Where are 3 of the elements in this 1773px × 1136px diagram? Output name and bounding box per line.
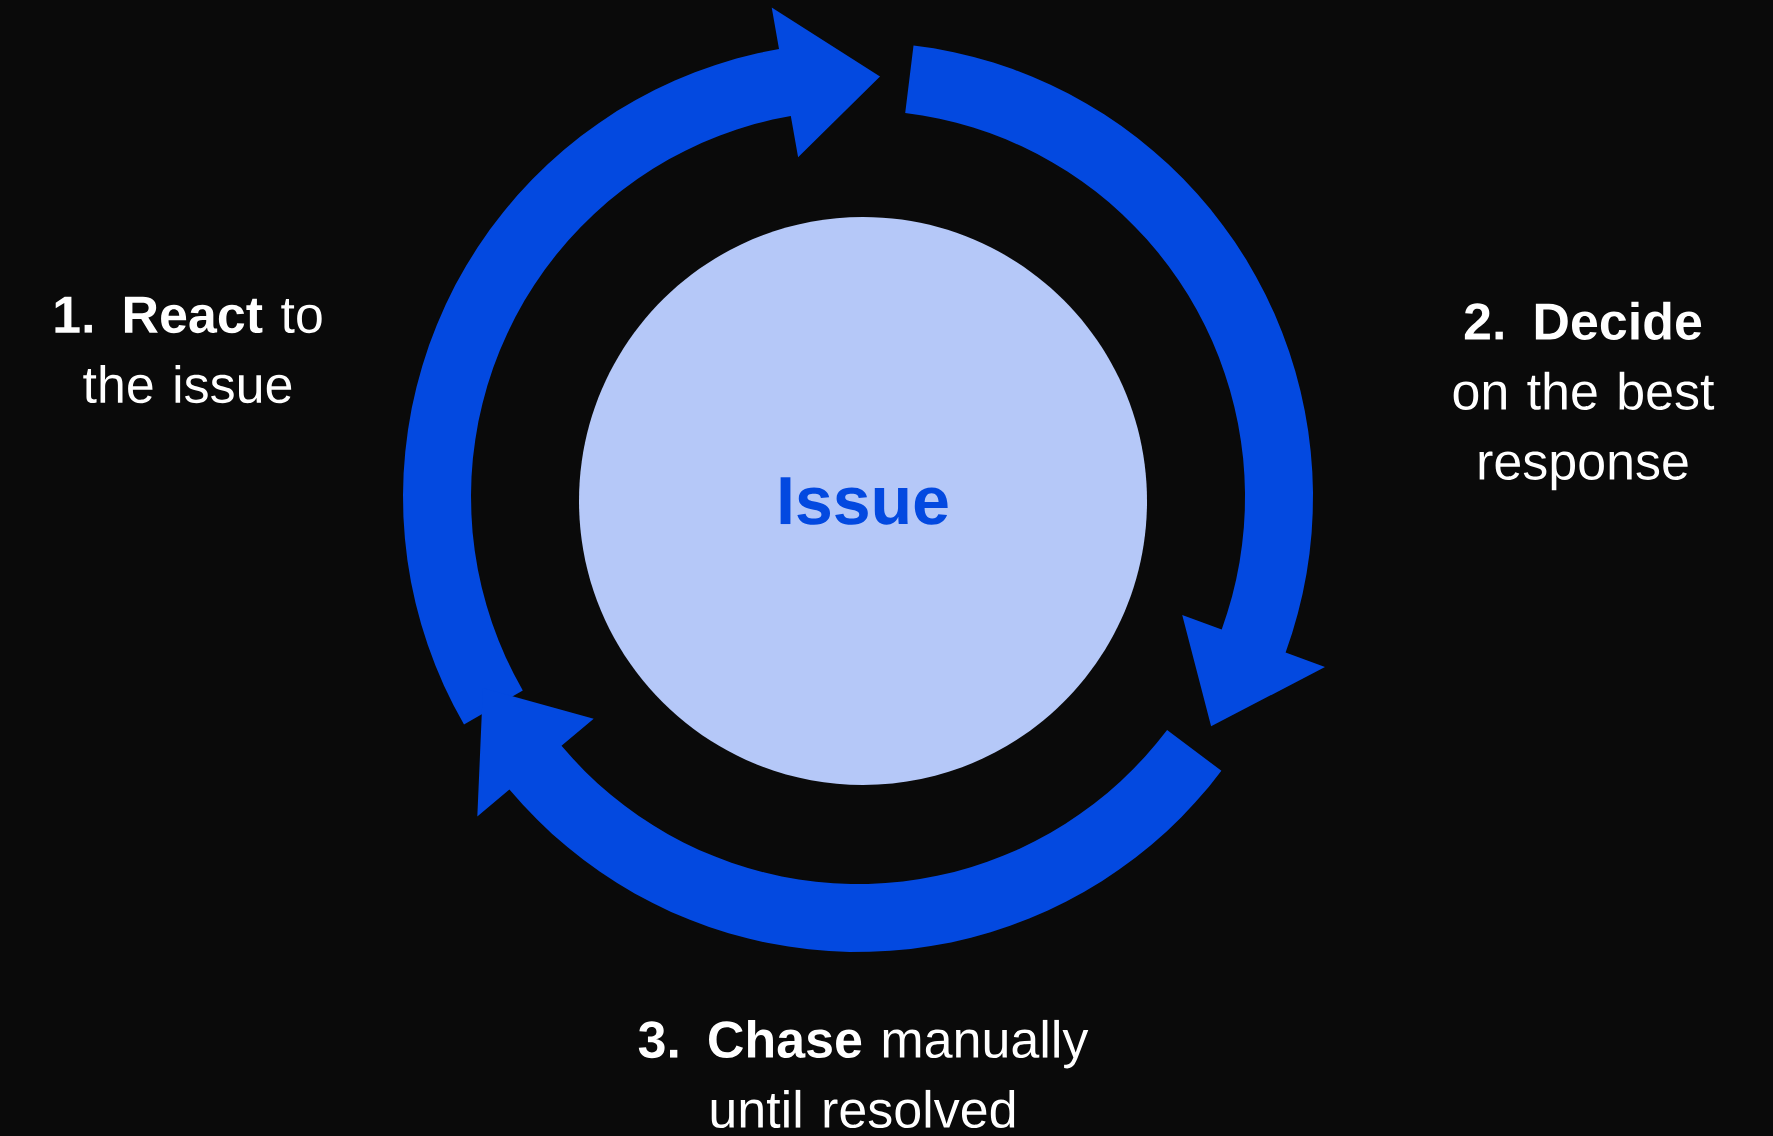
step-label: 2. Decide on the best response [1453,301,1715,491]
step-label: 1. React to the issue [55,296,322,404]
step-label: 3. Chase manually until resolved [638,1019,1089,1129]
